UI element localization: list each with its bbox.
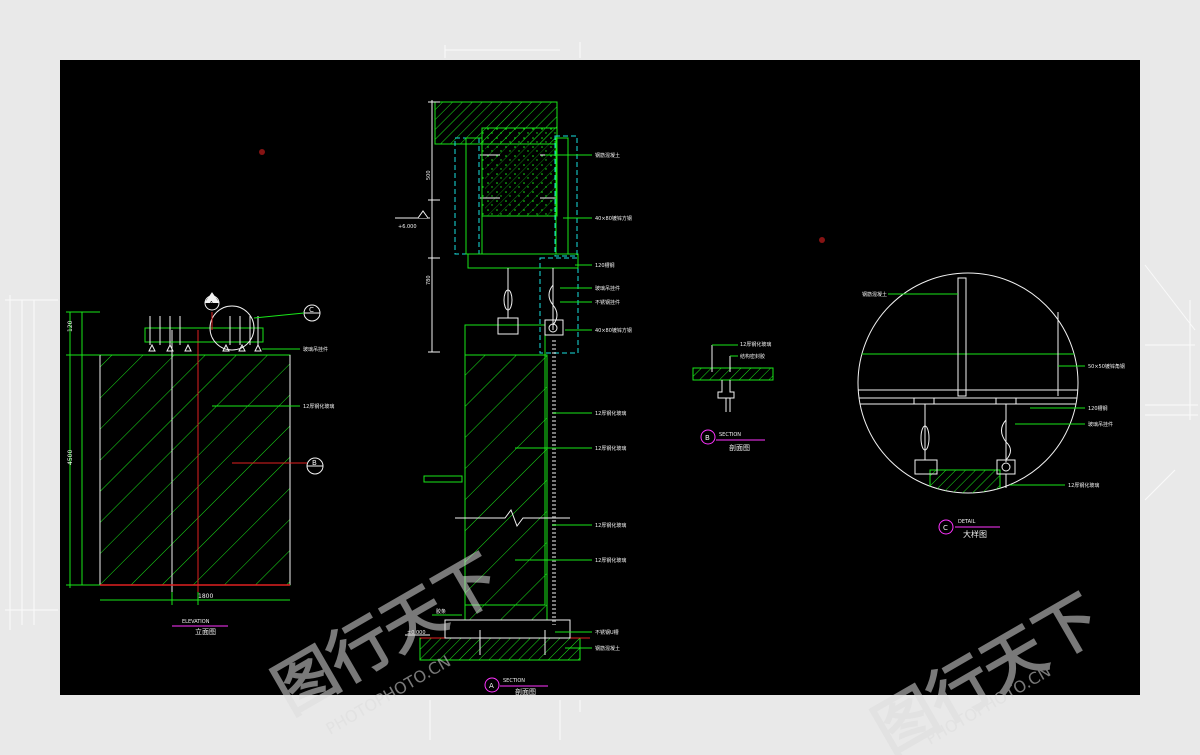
detail-b-title-en: SECTION — [719, 432, 741, 438]
detail-c-title-marker: C — [938, 519, 954, 535]
section-title-cn: 剖面图 — [515, 687, 536, 695]
svg-text:A: A — [489, 682, 494, 690]
cad-drawing-canvas: 120 4500 1800 A C B 玻璃吊挂件 12厚钢化玻璃 ELEVAT… — [60, 60, 1140, 695]
section-note-4: 不锈钢挂件 — [595, 299, 620, 306]
detail-b-view: 12厚钢化玻璃 结构密封胶 B SECTION 剖面图 — [692, 341, 774, 452]
elevation-note-glass: 12厚钢化玻璃 — [303, 403, 334, 410]
elevation-detail-marker-c: C — [303, 304, 321, 322]
svg-text:4500: 4500 — [67, 450, 74, 465]
svg-text:C: C — [309, 306, 314, 314]
svg-text:120: 120 — [67, 320, 74, 332]
section-level-bottom: ±0.000 — [407, 630, 426, 636]
detail-c-title-en: DETAIL — [958, 519, 976, 525]
section-note-8: 12厚钢化玻璃 — [595, 522, 626, 529]
section-glass-panel — [464, 354, 548, 621]
section-note-0: 钢筋混凝土 — [595, 152, 620, 159]
elevation-title-cn: 立面图 — [195, 627, 216, 636]
section-title-marker: A — [484, 677, 500, 693]
elevation-view: 120 4500 1800 A C B 玻璃吊挂件 12厚钢化玻璃 ELEVAT… — [66, 292, 334, 636]
detail-b-note-1: 结构密封胶 — [740, 353, 765, 360]
svg-text:C: C — [943, 524, 948, 532]
section-note-5: 40×80镀锌方钢 — [595, 327, 632, 334]
elevation-section-marker-a: A — [204, 292, 220, 311]
detail-c-note-3: 玻璃吊挂件 — [1088, 421, 1113, 428]
section-note-9: 12厚钢化玻璃 — [595, 557, 626, 564]
section-note-3: 玻璃吊挂件 — [595, 285, 620, 292]
cad-drawing-svg: 120 4500 1800 A C B 玻璃吊挂件 12厚钢化玻璃 ELEVAT… — [66, 100, 1125, 695]
section-view-a: 500 780 +6.000 ±0.000 胶条 钢筋混凝土 40×80镀锌方钢… — [395, 100, 632, 695]
detail-c-note-0: 钢筋混凝土 — [862, 291, 887, 298]
elevation-note-hanger: 玻璃吊挂件 — [303, 346, 328, 353]
detail-c-circle — [857, 272, 1079, 494]
section-note-10: 不锈钢U槽 — [595, 629, 619, 636]
elevation-section-marker-b: B — [306, 457, 324, 475]
section-note-2: 120槽钢 — [595, 262, 615, 269]
detail-c-note-2: 120槽钢 — [1088, 405, 1108, 412]
svg-text:A: A — [209, 300, 214, 308]
detail-c-title-cn: 大样图 — [963, 529, 987, 539]
section-note-left: 胶条 — [436, 608, 446, 615]
section-note-7: 12厚钢化玻璃 — [595, 445, 626, 452]
section-note-6: 12厚钢化玻璃 — [595, 410, 626, 417]
section-note-1: 40×80镀锌方钢 — [595, 215, 632, 222]
section-title-en: SECTION — [503, 678, 525, 684]
detail-c-note-1: 50×50镀锌角钢 — [1088, 363, 1125, 370]
elevation-glass-panel — [99, 354, 291, 586]
svg-text:780: 780 — [426, 275, 432, 285]
elevation-width-dimension: 1800 — [198, 593, 213, 600]
detail-c-view: 钢筋混凝土 50×50镀锌角钢 120槽钢 玻璃吊挂件 12厚钢化玻璃 C DE… — [857, 272, 1125, 539]
detail-b-title-marker: B — [700, 429, 716, 445]
detail-b-note-0: 12厚钢化玻璃 — [740, 341, 771, 348]
section-level-top: +6.000 — [398, 224, 417, 230]
elevation-title-en: ELEVATION — [182, 619, 210, 625]
svg-text:B: B — [312, 459, 317, 467]
detail-b-title-cn: 剖面图 — [729, 443, 750, 452]
svg-text:B: B — [705, 434, 710, 442]
section-note-11: 钢筋混凝土 — [595, 645, 620, 652]
svg-text:500: 500 — [426, 170, 432, 180]
detail-c-note-4: 12厚钢化玻璃 — [1068, 482, 1099, 489]
